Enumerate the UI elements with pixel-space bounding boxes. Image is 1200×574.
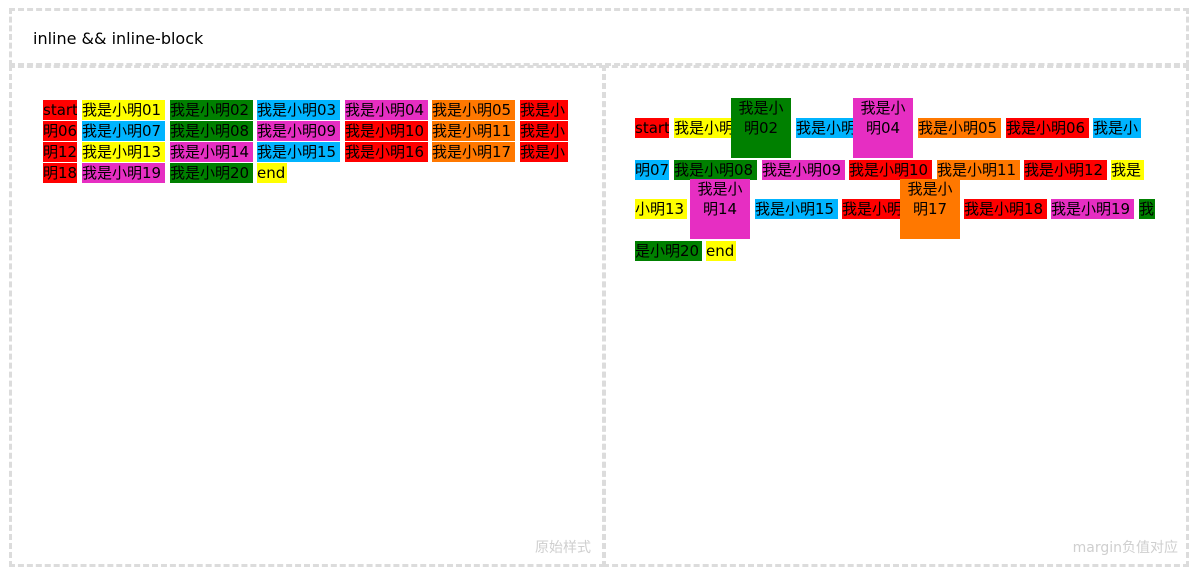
right-item-inline-14: 我是 — [1111, 160, 1144, 180]
left-item-inline-22: 我是小明19 — [82, 163, 165, 183]
left-item-inline-21: 明18 — [43, 163, 77, 183]
right-item-inline-23: 是小明20 — [635, 241, 702, 261]
left-item-inline-13: 我是小 — [520, 121, 568, 141]
left-panel-caption: 原始样式 — [535, 540, 591, 556]
right-item-inline-15: 小明13 — [635, 199, 687, 219]
left-item-inline-12: 我是小明11 — [432, 121, 515, 141]
right-item-inline-block-16: 我是小 明14 — [690, 179, 750, 239]
left-item-inline-15: 我是小明13 — [82, 142, 165, 162]
left-item-inline-19: 我是小明17 — [432, 142, 515, 162]
left-item-inline-7: 明06 — [43, 121, 77, 141]
right-panel-caption: margin负值对应 — [1072, 540, 1178, 556]
left-item-inline-3: 我是小明03 — [257, 100, 340, 120]
left-item-inline-2: 我是小明02 — [170, 100, 253, 120]
page-title: inline && inline-block — [33, 29, 204, 48]
right-item-inline-20: 我是小明18 — [964, 199, 1047, 219]
left-item-inline-20: 我是小 — [520, 142, 568, 162]
right-item-inline-8: 明07 — [635, 160, 669, 180]
right-item-inline-12: 我是小明11 — [937, 160, 1020, 180]
left-item-inline-6: 我是小 — [520, 100, 568, 120]
left-item-inline-14: 明12 — [43, 142, 77, 162]
right-item-inline-18: 我是小明 — [842, 199, 902, 219]
right-item-inline-6: 我是小明06 — [1006, 118, 1089, 138]
right-item-inline-21: 我是小明19 — [1051, 199, 1134, 219]
left-item-inline-11: 我是小明10 — [345, 121, 428, 141]
left-item-inline-9: 我是小明08 — [170, 121, 253, 141]
left-item-inline-1: 我是小明01 — [82, 100, 165, 120]
left-item-inline-18: 我是小明16 — [345, 142, 428, 162]
right-item-inline-3: 我是小明 — [796, 118, 856, 138]
left-item-inline-16: 我是小明14 — [170, 142, 253, 162]
right-item-inline-17: 我是小明15 — [755, 199, 838, 219]
right-panel: margin负值对应 — [603, 65, 1189, 567]
left-item-inline-24: end — [257, 163, 287, 183]
right-item-inline-block-2: 我是小 明02 — [731, 98, 791, 158]
header-frame — [9, 8, 1189, 66]
right-item-inline-11: 我是小明10 — [849, 160, 932, 180]
right-item-inline-10: 我是小明09 — [762, 160, 845, 180]
left-item-inline-4: 我是小明04 — [345, 100, 428, 120]
right-item-inline-24: end — [706, 241, 736, 261]
right-item-inline-7: 我是小 — [1093, 118, 1141, 138]
right-item-inline-1: 我是小明 — [674, 118, 736, 138]
right-item-inline-22: 我 — [1139, 199, 1155, 219]
right-item-inline-block-19: 我是小 明17 — [900, 179, 960, 239]
right-item-inline-0: start — [635, 118, 669, 138]
left-item-inline-0: start — [43, 100, 77, 120]
left-item-inline-17: 我是小明15 — [257, 142, 340, 162]
left-item-inline-10: 我是小明09 — [257, 121, 340, 141]
right-item-inline-9: 我是小明08 — [674, 160, 757, 180]
left-item-inline-5: 我是小明05 — [432, 100, 515, 120]
left-item-inline-8: 我是小明07 — [82, 121, 165, 141]
right-item-inline-5: 我是小明05 — [918, 118, 1001, 138]
right-item-inline-13: 我是小明12 — [1024, 160, 1107, 180]
right-item-inline-block-4: 我是小 明04 — [853, 98, 913, 158]
left-item-inline-23: 我是小明20 — [170, 163, 253, 183]
